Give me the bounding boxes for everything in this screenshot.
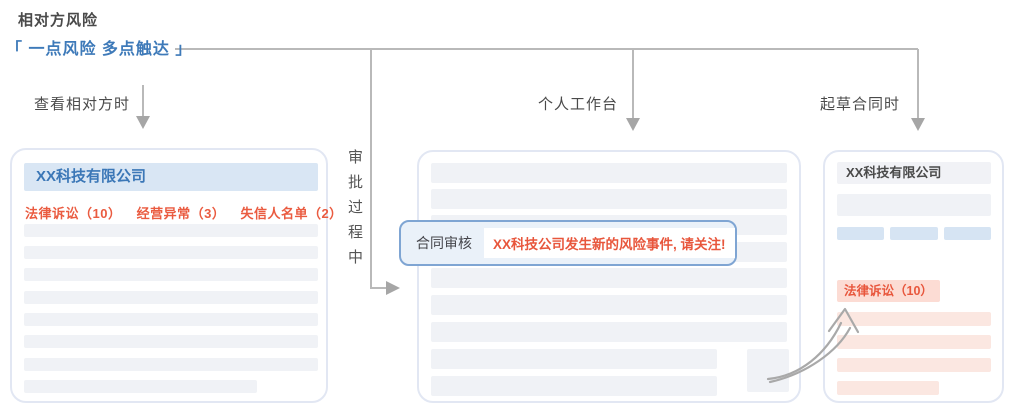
company-name-bar: XX科技有限公司 [837,162,991,184]
risk-tag-lawsuit: 法律诉讼（10） [837,280,940,302]
placeholder-bar [431,322,787,342]
placeholder-bar [24,380,257,393]
counterparty-card: XX科技有限公司 法律诉讼（10） 经营异常（3） 失信人名单（2） [10,148,342,403]
placeholder-bar [24,224,318,237]
placeholder-bar [24,268,318,281]
down-arrowhead-icon [911,118,925,131]
placeholder-bar-pink [837,312,991,326]
approval-branch-line [370,49,386,289]
placeholder-block [747,349,789,392]
placeholder-bar-pink [837,358,991,372]
risk-item-dishonest: 失信人名单（2） [240,206,343,221]
risk-item-abnormal: 经营异常（3） [136,206,226,221]
placeholder-bar [24,291,318,304]
placeholder-bar [24,313,318,326]
placeholder-bar [431,163,787,183]
placeholder-bar [24,358,318,371]
down-arrowhead-icon [626,118,640,131]
label-view-counterparty: 查看相对方时 [34,96,131,113]
placeholder-bar-pink [837,381,939,395]
placeholder-bar [431,295,787,315]
workbench-card [417,150,801,403]
placeholder-bar [431,189,787,209]
risk-summary-row: 法律诉讼（10） 经营异常（3） 失信人名单（2） [25,203,354,222]
callout-label: 合同审核 [416,235,472,251]
company-name-bar: XX科技有限公司 [24,163,318,191]
label-approval-process: 审批过程中 [346,149,363,274]
placeholder-chip [837,227,885,240]
down-arrowhead-icon [136,116,150,129]
slogan-text: 「 一点风险 多点触达 」 [6,41,193,58]
risk-alert-message: XX科技公司发生新的风险事件, 请关注! [484,228,735,258]
label-workbench: 个人工作台 [538,96,619,113]
chip-row [837,227,991,240]
contract-draft-card: XX科技有限公司 法律诉讼（10） [823,150,1004,403]
placeholder-chip [943,227,991,240]
page-title: 相对方风险 [18,12,99,29]
risk-item-lawsuit: 法律诉讼（10） [25,206,122,221]
placeholder-bar [24,246,318,259]
label-draft-contract: 起草合同时 [820,96,901,113]
placeholder-bar [431,268,787,288]
placeholder-bar [837,194,991,216]
placeholder-bar [24,335,318,348]
placeholder-bar [431,376,717,396]
contract-review-callout: 合同审核 XX科技公司发生新的风险事件, 请关注! [399,220,737,266]
right-arrowhead-icon [386,281,400,295]
placeholder-bar-pink [837,335,991,349]
placeholder-bar [431,349,717,369]
placeholder-chip [890,227,938,240]
